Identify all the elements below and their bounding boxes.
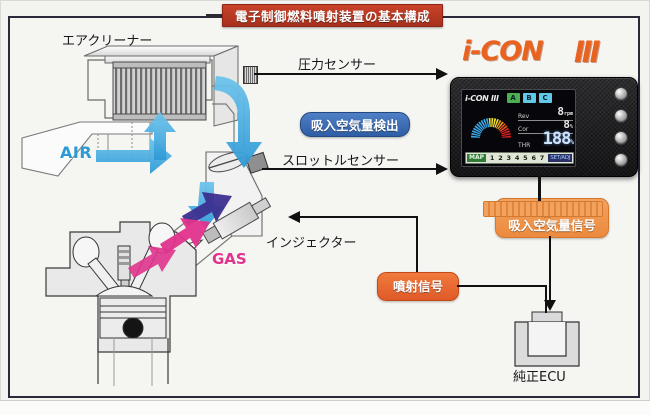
lcd-throttle-unit: % <box>570 139 574 146</box>
callout-injection-signal: 噴射信号 <box>377 272 459 301</box>
gauge-segment <box>471 135 481 138</box>
corrected-signal-arrowhead <box>544 300 556 311</box>
gauge-segment <box>491 118 494 128</box>
injector-signal-line <box>300 216 418 218</box>
device-button-screw[interactable] <box>614 87 628 101</box>
throttle-sensor-arrowhead <box>436 163 448 175</box>
lcd-mode-button-b[interactable]: B <box>522 93 536 103</box>
label-injector: インジェクター <box>266 236 357 251</box>
label-air: AIR <box>60 143 93 162</box>
lcd-readout-cor: Cor 8% <box>518 118 573 134</box>
device-button-screw[interactable] <box>614 131 628 145</box>
device-button-screw[interactable] <box>614 109 628 123</box>
pressure-sensor-connector <box>243 66 258 84</box>
device-button-screw[interactable] <box>614 153 628 167</box>
gauge-segment <box>495 120 502 129</box>
gauge-segment <box>498 123 506 131</box>
lcd-readout-value: 8rpm <box>557 105 573 118</box>
label-throttle-sensor: スロットルセンサー <box>282 154 400 169</box>
lcd-gauge <box>471 118 511 138</box>
throttle-sensor-line <box>262 168 438 170</box>
lcd-readout-value: 8% <box>563 118 573 131</box>
lcd-map-number: 1 <box>489 154 495 162</box>
callout-intake-air-detection: 吸入空気量検出 <box>300 112 410 137</box>
gauge-segment <box>501 132 511 137</box>
lcd-throttle-readout: THR 188% <box>518 131 574 151</box>
product-logo-text: i-CON <box>462 36 544 67</box>
gauge-segment <box>494 118 499 128</box>
gauge-segment <box>474 125 483 132</box>
device-screw-column <box>614 87 628 167</box>
lcd-map-number: 5 <box>523 154 528 162</box>
lcd-map-number: 6 <box>531 154 536 162</box>
label-ecu: 純正ECU <box>513 370 566 385</box>
lcd-mode-button-a[interactable]: A <box>506 93 520 103</box>
gauge-segment <box>483 118 488 128</box>
gauge-segment <box>476 123 484 131</box>
lcd-readout-rev: Rev 8rpm <box>518 105 573 121</box>
corrected-signal-vertical <box>549 236 551 304</box>
product-logo: i-CON III <box>462 35 632 69</box>
device-connector-strip <box>483 201 603 217</box>
label-air-cleaner: エアクリーナー <box>62 34 153 49</box>
injector-signal-arrowhead <box>288 211 300 223</box>
gauge-segment <box>473 127 482 134</box>
device-harness-cable <box>538 175 541 203</box>
lcd-map-number: 7 <box>539 154 545 162</box>
callout-injection-signal-text: 噴射信号 <box>392 279 443 294</box>
pressure-sensor-line <box>254 73 438 75</box>
lcd-logo-text: i-CON III <box>465 93 499 103</box>
lcd-readout-label: Cor <box>518 126 529 133</box>
gauge-segment <box>471 130 481 135</box>
gauge-segment <box>501 135 511 138</box>
gauge-segment <box>471 132 481 137</box>
lcd-map-label: MAP <box>467 154 487 162</box>
lcd-throttle-label: THR <box>518 142 531 149</box>
lcd-map-tag: SET/ADJ <box>548 154 572 162</box>
gauge-segment <box>501 130 511 135</box>
gauge-segment <box>480 120 487 129</box>
injector-signal-vertical <box>416 216 418 278</box>
lcd-map-number: 4 <box>514 154 520 162</box>
gauge-segment <box>488 118 491 128</box>
lcd-readout-label: Rev <box>518 113 530 120</box>
title-banner: 電子制御燃料噴射装置の基本構成 <box>222 4 444 27</box>
ecu-injection-link <box>457 285 547 287</box>
title-text: 電子制御燃料噴射装置の基本構成 <box>235 9 431 24</box>
product-logo-mark: III <box>574 35 600 69</box>
gauge-segment <box>500 127 509 134</box>
gauge-segment <box>499 125 508 132</box>
label-gas: GAS <box>212 250 247 268</box>
callout-corrected-air-signal-line2: 吸入空気量信号 <box>508 218 596 233</box>
lcd-map-number: 2 <box>498 154 503 162</box>
title-lead-line <box>206 14 226 16</box>
ecu-injection-link-vertical <box>545 285 547 313</box>
gauge-segment <box>485 118 490 128</box>
gauge-segment <box>497 121 504 130</box>
lcd-readout-unit: % <box>569 124 573 130</box>
lcd-mode-button-c[interactable]: C <box>538 93 552 103</box>
label-pressure-sensor: 圧力センサー <box>298 58 377 73</box>
gauge-segment <box>478 121 485 130</box>
ecu-artwork <box>514 311 580 367</box>
lcd-map-number: 3 <box>506 154 512 162</box>
pressure-sensor-arrowhead <box>436 68 448 80</box>
gauge-segment <box>492 118 497 128</box>
callout-intake-air-detection-text: 吸入空気量検出 <box>311 118 399 133</box>
page-bottom-margin <box>0 400 650 415</box>
lcd-throttle-value: 188 <box>542 129 572 149</box>
lcd-readout-unit: rpm <box>563 111 573 117</box>
